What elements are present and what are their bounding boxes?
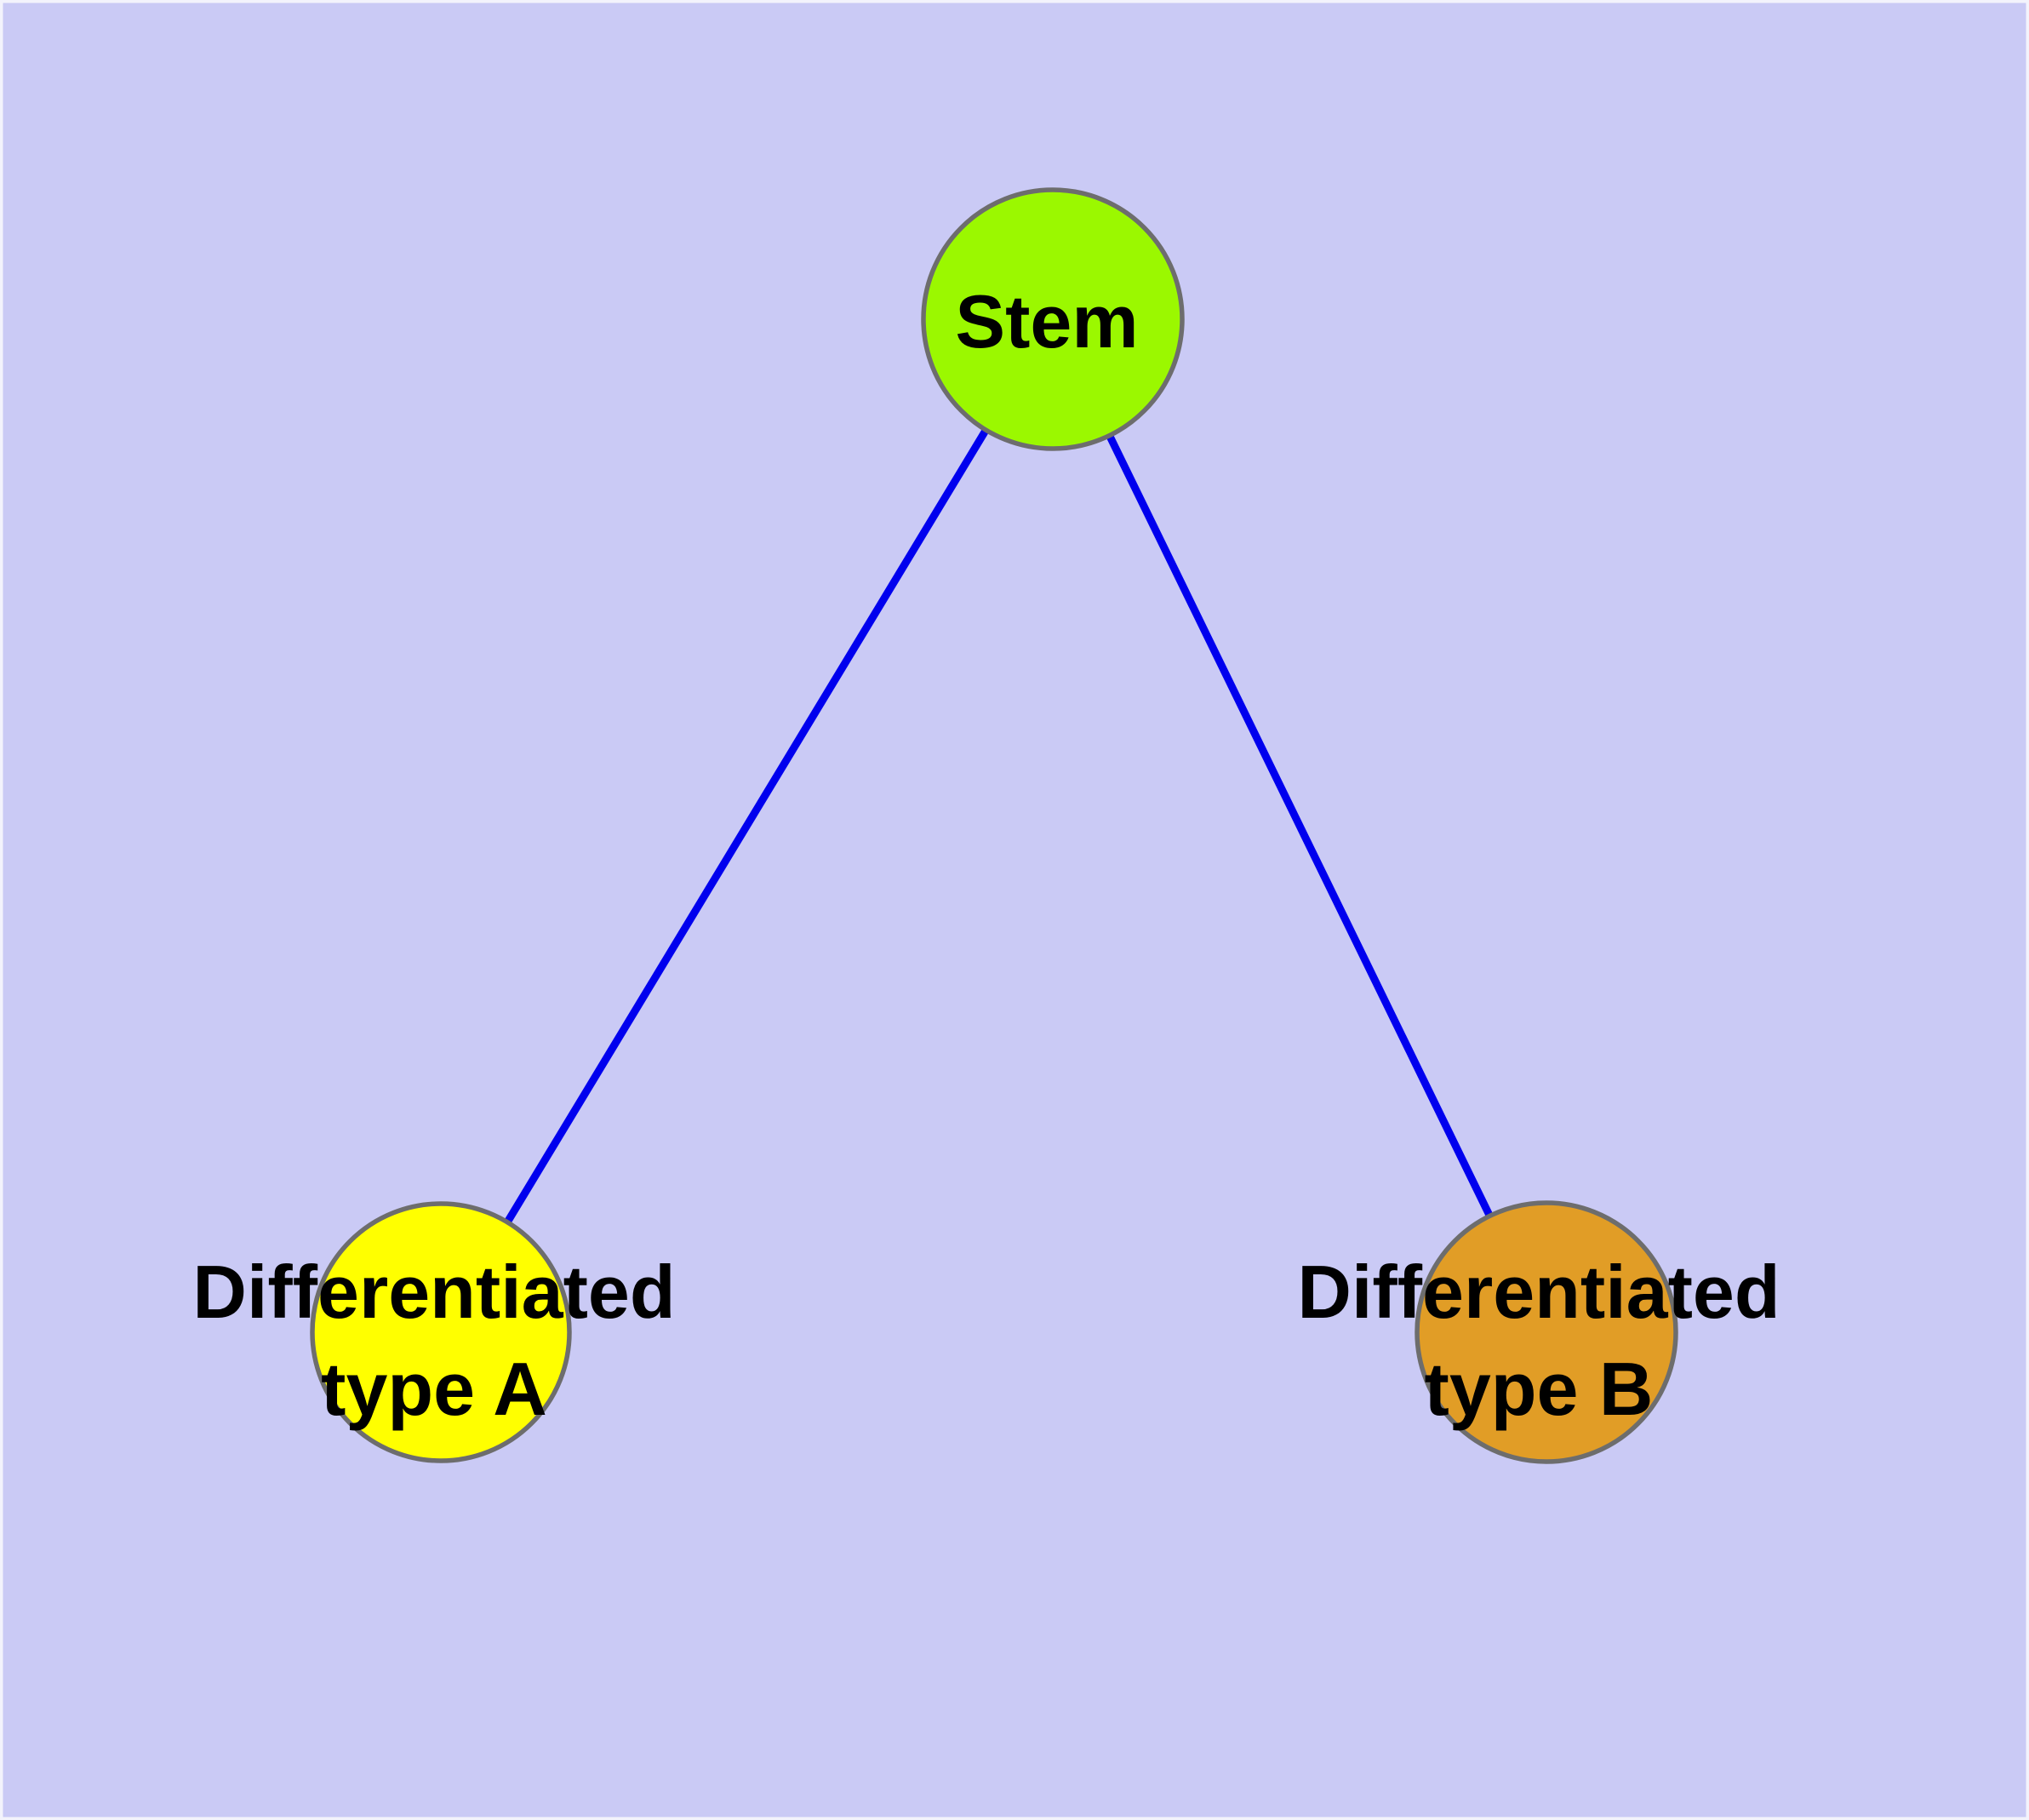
node-type-a-label-line2: type A [321,1347,547,1431]
node-type-a-label-line1: Differentiated [192,1250,675,1334]
node-type-b-label-line2: type B [1425,1347,1654,1431]
node-stem [921,187,1185,451]
node-differentiated-type-a [310,1201,572,1463]
node-differentiated-type-b [1415,1200,1678,1464]
node-stem-label: Stem [955,279,1138,363]
edge-stem-to-type-a [437,317,1056,1335]
node-type-b-label-line1: Differentiated [1297,1250,1780,1334]
edge-stem-to-type-b [1049,318,1551,1334]
